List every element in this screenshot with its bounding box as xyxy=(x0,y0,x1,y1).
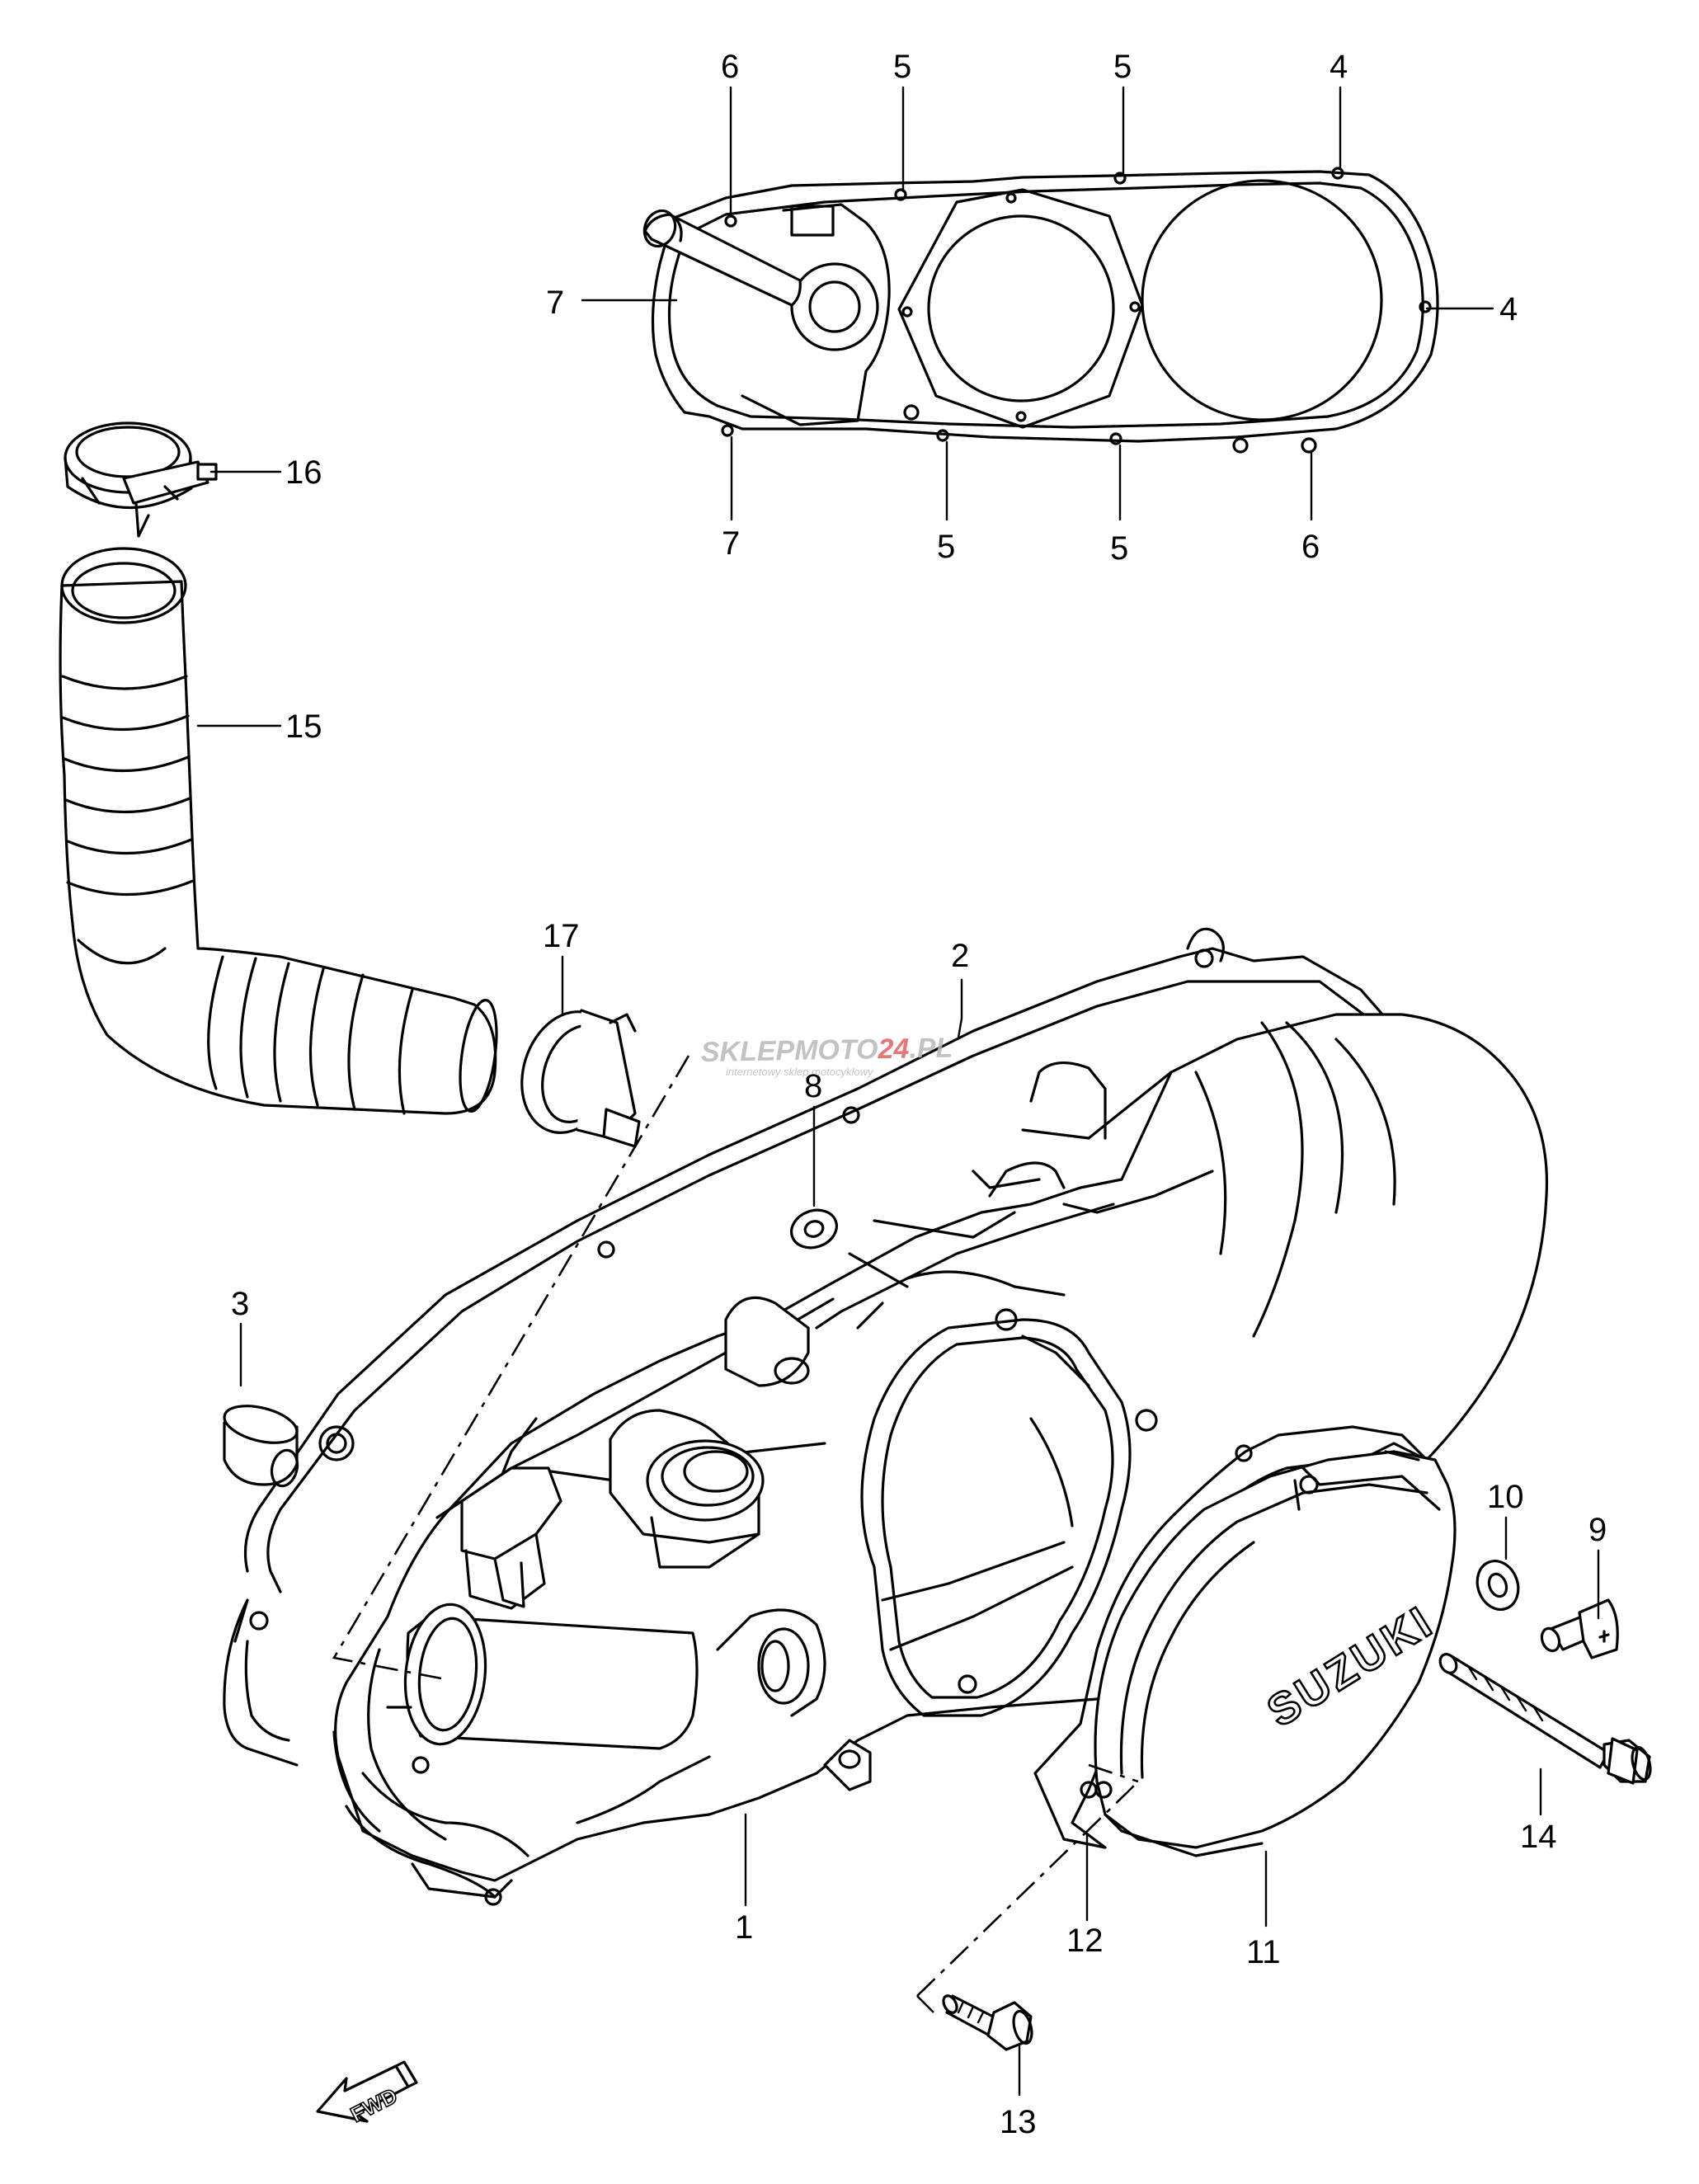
gasket-hole xyxy=(1113,172,1127,185)
callout-15: 15 xyxy=(285,708,322,745)
watermark-part-d: .PL xyxy=(909,1033,953,1065)
callout-13: 13 xyxy=(1000,2104,1037,2140)
callout-12: 12 xyxy=(1066,1923,1104,1959)
gasket-hole xyxy=(724,214,737,228)
callout-9: 9 xyxy=(1588,1512,1607,1548)
watermark-part-b: MOTO xyxy=(794,1033,878,1066)
part-14-long-bolt xyxy=(1438,1653,1652,1785)
part-13-bolt xyxy=(942,1994,1033,2051)
gasket-boss-tab xyxy=(790,205,835,237)
watermark-part-a: SKLEP xyxy=(700,1035,794,1068)
callout-6-top: 6 xyxy=(721,49,739,85)
part-9-bolt xyxy=(1540,1598,1619,1659)
callout-6-bottom: 6 xyxy=(1301,529,1320,565)
alignment-lines xyxy=(332,1055,1139,2013)
gasket-hole xyxy=(936,429,949,442)
gasket-hole xyxy=(1301,437,1317,454)
callout-17: 17 xyxy=(543,918,580,954)
fwd-direction-arrow: FWD xyxy=(316,2060,418,2128)
part-11-clutch-cover: SUZUKI xyxy=(1094,1450,1457,1857)
part-15-air-hose xyxy=(59,547,498,1115)
gasket-hole xyxy=(1109,432,1122,445)
part-16-hose-clamp xyxy=(64,421,218,538)
gasket-hole xyxy=(1331,167,1344,180)
leader-lines xyxy=(196,86,1600,2097)
callout-2: 2 xyxy=(951,938,969,974)
gasket-hole xyxy=(894,188,907,201)
watermark: SKLEPMOTO24.PL internetowy sklep motocyk… xyxy=(700,1033,953,1078)
gasket-hole xyxy=(1419,300,1432,313)
callout-5-bottom-right: 5 xyxy=(1110,530,1128,567)
gasket-hole xyxy=(721,424,734,437)
part-10-washer xyxy=(1475,1560,1520,1611)
callout-1: 1 xyxy=(735,1909,753,1946)
gasket-hole xyxy=(903,404,920,421)
callout-labels: 6 5 5 4 4 7 7 5 5 6 16 15 17 2 8 3 1 12 … xyxy=(231,49,1607,2140)
callout-7-left: 7 xyxy=(546,285,564,321)
callout-4-right: 4 xyxy=(1499,291,1518,327)
part-17-hose-clamp xyxy=(520,1009,641,1148)
callout-16: 16 xyxy=(285,454,322,491)
callout-5-top-right: 5 xyxy=(1113,49,1132,85)
callout-14: 14 xyxy=(1520,1819,1557,1855)
watermark-part-c: 24 xyxy=(877,1033,910,1066)
part-3-dowel-pin xyxy=(223,1405,299,1488)
svg-text:SKLEPMOTO24.PL: SKLEPMOTO24.PL xyxy=(700,1033,953,1068)
callout-5-top-left: 5 xyxy=(893,49,911,85)
callout-4-top: 4 xyxy=(1330,49,1348,85)
part-8-washer xyxy=(790,1208,838,1250)
callout-3: 3 xyxy=(231,1286,249,1322)
callout-5-bottom-left: 5 xyxy=(937,529,955,565)
watermark-subtitle: internetowy sklep motocyklowy xyxy=(726,1066,874,1078)
gasket-hole xyxy=(1232,437,1249,454)
part-1-crankcase-cover xyxy=(332,1013,1549,1906)
callout-7-bottom: 7 xyxy=(722,525,740,562)
callout-8: 8 xyxy=(804,1068,822,1104)
top-cover-gasket xyxy=(642,167,1439,454)
callout-10: 10 xyxy=(1487,1479,1524,1515)
callout-11: 11 xyxy=(1246,1934,1281,1970)
